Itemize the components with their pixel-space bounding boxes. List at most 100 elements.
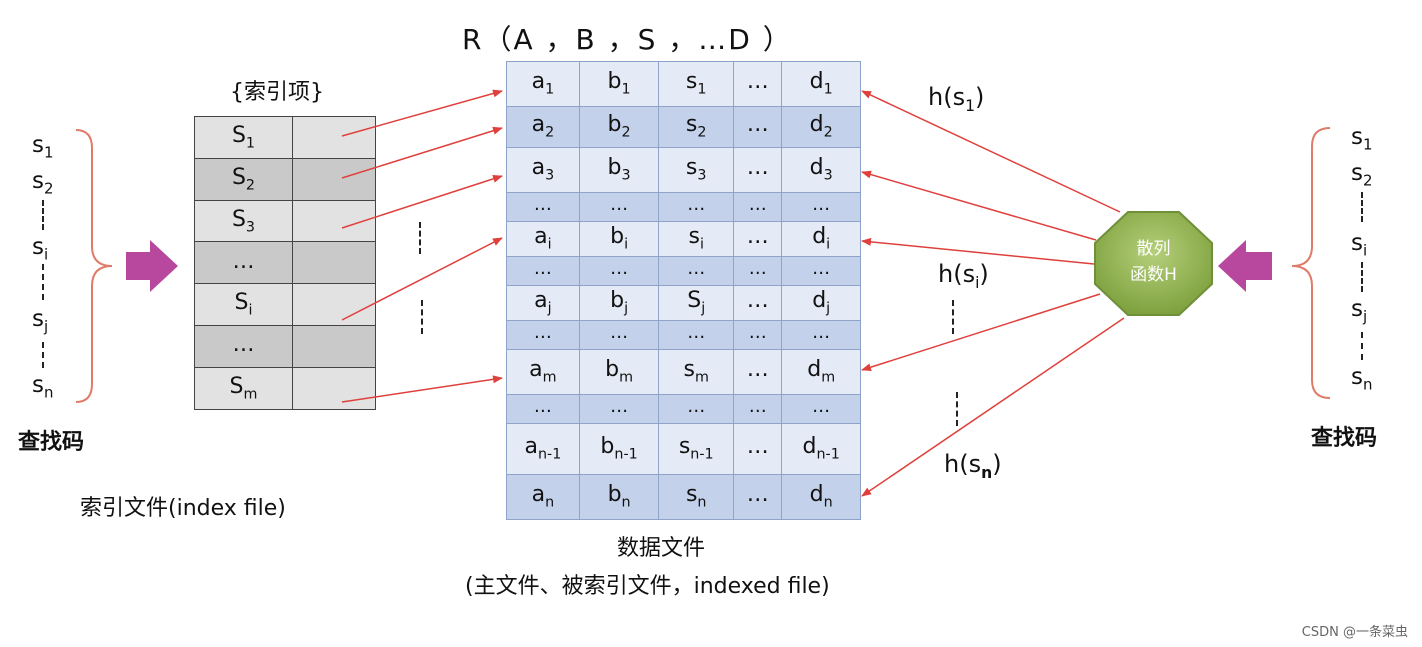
data-cell: d1 <box>781 61 861 107</box>
hash-label-si: h(si) <box>938 260 989 292</box>
index-arrow-gap-2 <box>421 300 423 334</box>
index-arrow-i <box>341 237 503 321</box>
left-caption: 查找码 <box>18 430 85 455</box>
data-cell: … <box>733 221 783 257</box>
hash-arrow-3 <box>861 170 1097 241</box>
data-cell: s2 <box>658 106 735 148</box>
data-row: …………… <box>506 256 861 286</box>
right-code-2: s2 <box>1351 160 1373 190</box>
data-cell: bi <box>578 221 660 257</box>
data-cell: sn-1 <box>658 423 735 475</box>
data-cell: … <box>658 256 735 286</box>
data-caption-main: 数据文件 <box>617 536 706 561</box>
right-dash-2 <box>1361 262 1363 292</box>
left-block-arrow <box>126 240 178 292</box>
data-cell: bm <box>578 349 660 395</box>
data-cell: … <box>733 147 783 193</box>
data-cell: sn <box>658 474 735 520</box>
data-cell: … <box>578 256 660 286</box>
data-cell: b3 <box>578 147 660 193</box>
left-brace <box>75 129 113 403</box>
right-caption: 查找码 <box>1311 426 1378 451</box>
data-cell: Sj <box>658 285 735 321</box>
data-cell: … <box>733 423 783 475</box>
hash-arrow-i <box>861 237 1095 265</box>
data-cell: … <box>733 320 783 350</box>
data-cell: dn <box>781 474 861 520</box>
index-key-cell: S2 <box>194 157 293 201</box>
data-cell: … <box>733 474 783 520</box>
data-cell: a3 <box>506 147 580 193</box>
right-code-j: sj <box>1351 296 1368 326</box>
data-cell: an <box>506 474 580 520</box>
data-cell: aj <box>506 285 580 321</box>
index-key-cell: … <box>194 324 293 368</box>
hash-label-sn: h(sn) <box>944 450 1002 482</box>
left-dash-2 <box>42 264 44 300</box>
data-row: …………… <box>506 394 861 424</box>
data-cell: dm <box>781 349 861 395</box>
data-cell: … <box>658 192 735 222</box>
data-caption-sub: (主文件、被索引文件，indexed file) <box>465 574 830 599</box>
left-dash-1 <box>42 200 44 230</box>
index-header: {索引项} <box>230 80 324 105</box>
hash-arrow-gap-2 <box>956 392 958 426</box>
data-cell: … <box>658 394 735 424</box>
data-cell: … <box>733 61 783 107</box>
left-code-2: s2 <box>32 168 54 198</box>
index-row: … <box>194 324 376 368</box>
index-caption: 索引文件(index file) <box>80 496 286 521</box>
index-pointer-cell <box>292 324 376 368</box>
right-code-n: sn <box>1351 364 1373 394</box>
hash-function-shape <box>1094 211 1213 316</box>
index-arrow-gap-1 <box>419 222 421 254</box>
hash-arrow-1 <box>861 90 1121 213</box>
data-cell: … <box>781 256 861 286</box>
hash-arrow-m <box>861 293 1101 372</box>
data-cell: … <box>733 256 783 286</box>
right-block-arrow <box>1218 240 1272 292</box>
right-dash-1 <box>1361 192 1363 222</box>
left-code-1: s1 <box>32 132 54 162</box>
data-cell: … <box>733 349 783 395</box>
data-cell: … <box>578 320 660 350</box>
data-cell: s1 <box>658 61 735 107</box>
index-pointer-cell <box>292 366 376 410</box>
data-cell: d2 <box>781 106 861 148</box>
data-cell: … <box>781 320 861 350</box>
index-pointer-cell <box>292 116 376 159</box>
data-cell: b1 <box>578 61 660 107</box>
data-cell: sm <box>658 349 735 395</box>
index-key-cell: S3 <box>194 199 293 243</box>
data-cell: … <box>733 192 783 222</box>
data-cell: d3 <box>781 147 861 193</box>
index-row: Sm <box>194 366 376 410</box>
index-arrow-m <box>341 375 503 403</box>
hash-function-label: 散列 函数H <box>1093 236 1214 288</box>
hash-arrow-n <box>861 317 1125 497</box>
data-cell: … <box>733 394 783 424</box>
left-code-j: sj <box>32 306 49 336</box>
hash-label-line1: 散列 <box>1136 239 1171 259</box>
data-cell: bn <box>578 474 660 520</box>
index-key-cell: Si <box>194 283 293 326</box>
watermark: CSDN @一条菜虫 <box>1301 625 1408 640</box>
data-cell: … <box>733 106 783 148</box>
index-pointer-cell <box>292 283 376 326</box>
data-cell: … <box>781 394 861 424</box>
index-row: Si <box>194 283 376 326</box>
left-code-n: sn <box>32 372 54 402</box>
right-brace <box>1291 127 1331 399</box>
data-cell: an-1 <box>506 423 580 475</box>
data-cell: di <box>781 221 861 257</box>
